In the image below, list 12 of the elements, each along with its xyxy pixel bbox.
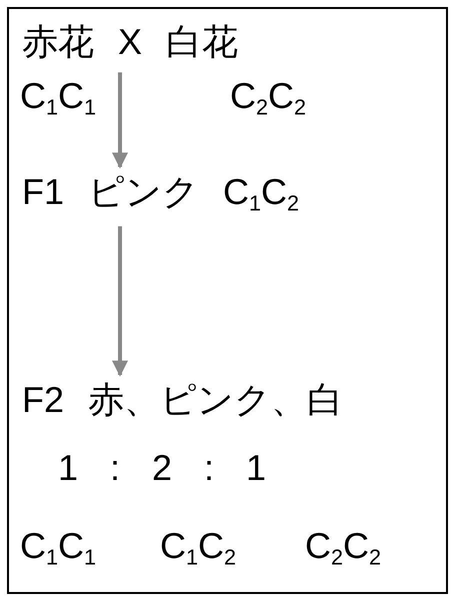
genotype-label: C$_{1}$C$_{1}$ — [20, 75, 96, 120]
cross-label: 赤花 X 白花 — [22, 21, 238, 62]
arrow — [112, 226, 128, 377]
genotype-label: C$_{2}$C$_{2}$ — [305, 525, 382, 570]
genotype-label: C$_{1}$C$_{2}$ — [160, 525, 236, 570]
ratio-label: 1 : 2 : 1 — [58, 447, 266, 488]
generation-label: F2 赤、ピンク、白 — [22, 379, 344, 420]
genotype-label: C$_{1}$C$_{1}$ — [20, 525, 96, 570]
frame-border — [7, 7, 448, 594]
arrow — [112, 72, 128, 169]
genotype-label: C$_{2}$C$_{2}$ — [230, 75, 306, 120]
generation-label: F1 ピンク C$_{1}$C$_{2}$ — [22, 171, 300, 216]
